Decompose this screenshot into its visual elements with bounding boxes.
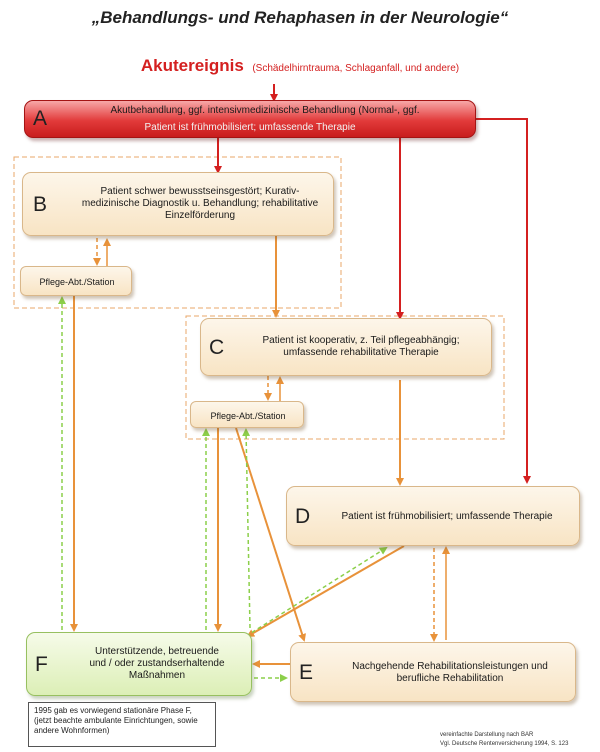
- phase-d-letter: D: [295, 505, 311, 528]
- care-station-b: Pflege-Abt./Station: [20, 266, 132, 296]
- care-station-c-label: Pflege-Abt./Station: [210, 411, 286, 421]
- phase-b-box: B Patient schwer bewusstseinsgestört; Ku…: [22, 172, 334, 236]
- phase-e-text: Nachgehende Rehabilitationsleistungen un…: [352, 661, 548, 684]
- diagram-title: „Behandlungs- und Rehaphasen in der Neur…: [91, 8, 509, 27]
- phase-f-text: Unterstützende, betreuende und / oder zu…: [89, 646, 225, 681]
- phase-e-letter: E: [299, 661, 314, 684]
- phase-f-letter: F: [35, 653, 48, 676]
- phase-e-box: E Nachgehende Rehabilitationsleistungen …: [290, 642, 576, 702]
- care-station-c: Pflege-Abt./Station: [190, 401, 304, 428]
- phase-c-text: Patient ist kooperativ, z. Teil pflegeab…: [262, 335, 460, 358]
- footnote-box: 1995 gab es vorwiegend stationäre Phase …: [28, 702, 216, 747]
- acute-event-heading: Akutereignis (Schädelhirntrauma, Schlaga…: [0, 56, 600, 76]
- frame-phase-c: [185, 315, 505, 440]
- phase-b-letter: B: [33, 193, 48, 216]
- arrow-f-to-d: [239, 546, 388, 641]
- phase-a-box: A Akutbehandlung, ggf. intensivmedizinis…: [24, 100, 476, 138]
- arrow-f-to-station-c-diag: [242, 428, 251, 629]
- footnote-text: 1995 gab es vorwiegend stationäre Phase …: [34, 706, 198, 735]
- phase-a-text-2: Patient ist frühmobilisiert; umfassende …: [144, 122, 356, 133]
- arrow-a-to-d: [475, 118, 531, 484]
- phase-c-letter: C: [209, 336, 225, 359]
- phase-f-box: F Unterstützende, betreuende und / oder …: [26, 632, 252, 696]
- source-line-2: Vgl. Deutsche Rentenversicherung 1994, S…: [440, 741, 569, 747]
- phase-a-text: Akutbehandlung, ggf. intensivmedizinisch…: [110, 105, 420, 116]
- phase-d-box: D Patient ist frühmobilisiert; umfassend…: [286, 486, 580, 546]
- frame-phase-b: [13, 156, 342, 309]
- acute-event-label: Akutereignis: [140, 56, 244, 75]
- care-station-b-label: Pflege-Abt./Station: [39, 277, 115, 287]
- phase-c-box: C Patient ist kooperativ, z. Teil pflege…: [200, 318, 492, 376]
- source-line-1: vereinfachte Darstellung nach BAR: [440, 732, 534, 738]
- phase-b-text: Patient schwer bewusstseinsgestört; Kura…: [81, 186, 319, 221]
- arrow-d-to-f: [246, 545, 405, 637]
- phase-d-text: Patient ist frühmobilisiert; umfassende …: [341, 511, 553, 522]
- phase-a-letter: A: [33, 107, 48, 130]
- acute-event-detail: (Schädelhirntrauma, Schlaganfall, und an…: [252, 63, 460, 74]
